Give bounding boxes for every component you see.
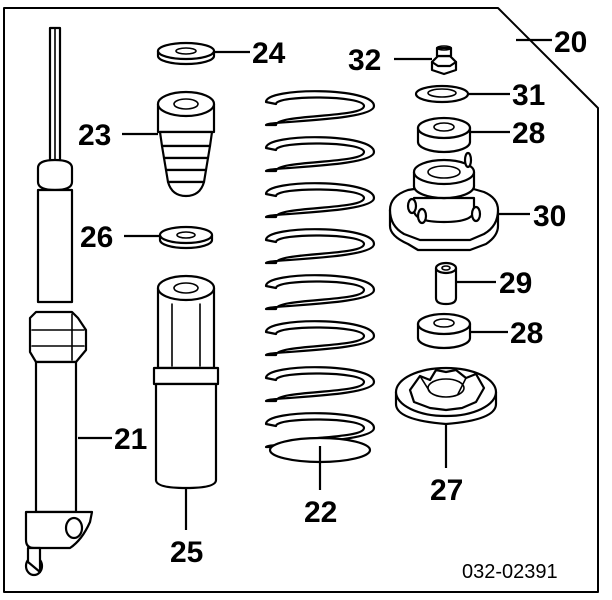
- callout-assembly: 20: [554, 26, 587, 59]
- mount-rubber-lower: [416, 312, 472, 350]
- coil-spring: [264, 90, 376, 464]
- callout-self-locking-nut: 32: [348, 44, 381, 77]
- callout-dust-boot: 25: [170, 536, 203, 569]
- spring-lower-seat: [394, 366, 498, 426]
- spring-coil-turn: [264, 274, 376, 311]
- callout-coil-spring: 22: [304, 496, 337, 529]
- spring-coil-turn: [264, 136, 376, 173]
- mount-rubber-upper: [416, 116, 472, 154]
- spring-coil-turn: [264, 228, 376, 265]
- callout-mount-rubber-upper: 28: [512, 117, 545, 150]
- leader-lines: [78, 38, 552, 530]
- spring-coil-turn: [264, 320, 376, 357]
- callout-boot-washer: 26: [80, 221, 113, 254]
- callout-mount-base: 30: [533, 200, 566, 233]
- spring-coil-turn: [264, 90, 376, 127]
- diagram-frame: [3, 7, 599, 593]
- dust-boot: [152, 274, 220, 490]
- spring-coil-turn: [264, 366, 376, 403]
- self-locking-nut: [430, 45, 458, 76]
- collar: [434, 261, 458, 306]
- callout-bump-stop-washer: 24: [252, 37, 286, 70]
- callout-spring-lower-seat: 27: [430, 474, 463, 507]
- drawing-code: 032-02391: [462, 561, 558, 583]
- shock-absorber: [24, 26, 94, 577]
- mount-base: [388, 151, 500, 252]
- washer: [414, 84, 470, 104]
- callout-bump-stop: 23: [78, 119, 111, 152]
- bump-stop-washer: [156, 41, 216, 66]
- callout-collar: 29: [499, 267, 532, 300]
- callout-shock-absorber: 21: [114, 423, 147, 456]
- boot-washer: [158, 225, 214, 250]
- callout-mount-rubber-lower: 28: [510, 317, 543, 350]
- callout-washer: 31: [512, 79, 545, 112]
- spring-coil-turn: [264, 182, 376, 219]
- bump-stop: [156, 90, 216, 198]
